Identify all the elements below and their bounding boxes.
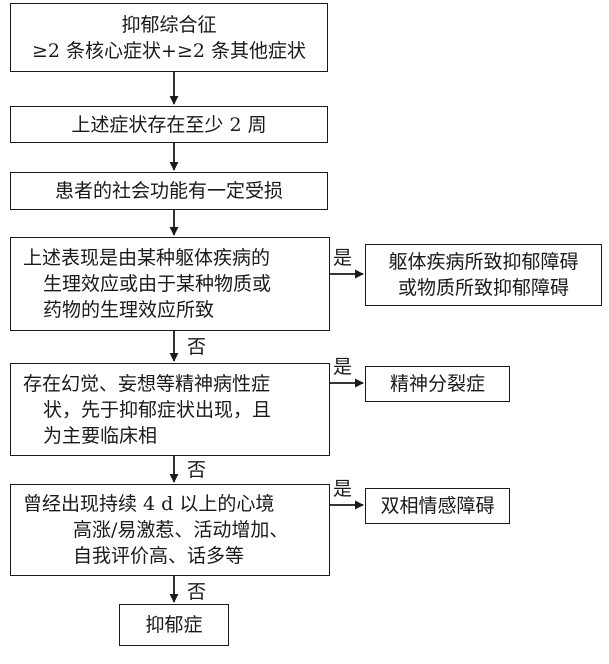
step-6-line-1: 曾经出现持续 4 d 以上的心境	[23, 493, 275, 515]
step-4-line-2: 生理效应或由于某种物质或	[43, 273, 272, 295]
label-yes-3: 是	[333, 478, 353, 500]
outcome-1-line-2: 或物质所致抑郁障碍	[397, 277, 569, 299]
step-psychotic-symptoms: 存在幻觉、妄想等精神病性症 状，先于抑郁症状出现，且 为主要临床相	[10, 363, 330, 456]
step-6-line-2: 高涨/易激惹、活动增加、	[73, 519, 289, 541]
outcome-bipolar: 双相情感障碍	[365, 488, 510, 524]
label-no-2: 否	[187, 459, 207, 481]
step-3-line-1: 患者的社会功能有一定受损	[54, 180, 283, 202]
label-no-3: 否	[187, 581, 207, 603]
outcome-1-line-1: 躯体疾病所致抑郁障碍	[388, 251, 579, 273]
outcome-physical-substance-depression: 躯体疾病所致抑郁障碍 或物质所致抑郁障碍	[365, 244, 602, 306]
step-4-line-1: 上述表现是由某种躯体疾病的	[23, 247, 271, 269]
step-6-line-3: 自我评价高、话多等	[73, 545, 245, 567]
step-1-line-2: ≥2 条核心症状+≥2 条其他症状	[31, 39, 307, 62]
label-yes-2: 是	[333, 356, 353, 378]
label-no-1: 否	[187, 336, 207, 358]
step-7-line-1: 抑郁症	[145, 614, 203, 636]
step-5-line-2: 状，先于抑郁症状出现，且	[43, 398, 272, 421]
outcome-3-line-1: 双相情感障碍	[380, 495, 495, 517]
step-2-line-1: 上述症状存在至少 2 周	[71, 113, 267, 136]
step-depression: 抑郁症	[119, 604, 229, 646]
step-social-function: 患者的社会功能有一定受损	[10, 172, 328, 210]
step-duration: 上述症状存在至少 2 周	[10, 106, 328, 143]
outcome-schizophrenia: 精神分裂症	[365, 366, 510, 402]
step-4-line-3: 药物的生理效应所致	[43, 299, 215, 321]
step-5-line-1: 存在幻觉、妄想等精神病性症	[23, 372, 271, 395]
step-physical-or-substance: 上述表现是由某种躯体疾病的 生理效应或由于某种物质或 药物的生理效应所致	[10, 237, 330, 331]
step-depressive-syndrome: 抑郁综合征 ≥2 条核心症状+≥2 条其他症状	[10, 3, 328, 72]
label-yes-1: 是	[333, 247, 353, 269]
step-manic-episode: 曾经出现持续 4 d 以上的心境 高涨/易激惹、活动增加、 自我评价高、话多等	[10, 484, 330, 576]
outcome-2-line-1: 精神分裂症	[389, 373, 485, 395]
step-1-line-1: 抑郁综合征	[121, 13, 217, 36]
step-5-line-3: 为主要临床相	[43, 424, 158, 447]
